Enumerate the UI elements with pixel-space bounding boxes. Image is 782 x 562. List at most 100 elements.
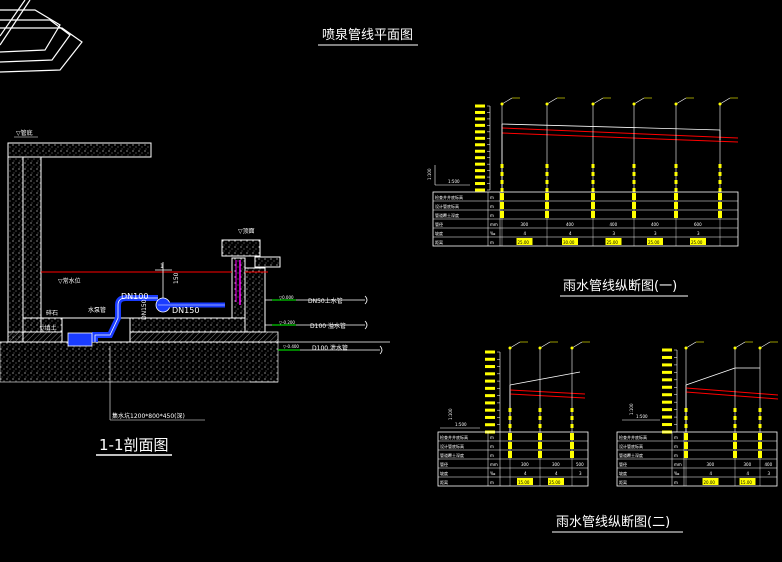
profile1-yellow-value [500,211,504,218]
elevation-tick-label [475,156,485,160]
label-r2-level: ▽-0.200 [279,320,295,325]
label-r3-level: ▽-0.400 [283,344,299,349]
manhole-marker [674,102,678,106]
elevation-tick-label [475,136,485,140]
profile1-slope: 3 [654,231,657,236]
top-slab [7,142,152,158]
profile2-row-label: 坡度 [440,470,448,476]
profile3-dist-bg [702,478,719,485]
profile2-dist-bg [548,478,564,485]
profile2-diam: 300 [552,462,560,467]
elevation-tick-label [485,372,495,376]
profile2-row-unit: m [490,444,494,449]
profile2-row-label: 管径 [440,461,448,467]
profile2-yellow-value [538,451,542,458]
elevation-tick-label [662,348,672,352]
elevation-tick-label [662,423,672,427]
profile3-scale-v: 1:100 [629,403,634,415]
profile1-dist: 25.00 [691,240,703,245]
elevation-tick-label [662,385,672,389]
profile2-row-unit: m [490,435,494,440]
elevation-tick-label [485,423,495,427]
profile3-row-unit: m [674,480,678,485]
label-wall-top: ▽管底 [16,129,33,137]
elevation-tick-label [475,175,485,179]
profile2-slope: 4 [524,471,527,476]
profile1-diam: 400 [610,222,618,227]
coping-stone [221,239,261,257]
profile3-row-label: 检查井井底标高 [619,434,647,440]
profile3-row-unit: mm [674,462,682,467]
profile1-slope: 4 [569,231,572,236]
profile2-diam: 500 [576,462,584,467]
profile1-row-unit: m [490,195,494,200]
elevation-tick-label [662,355,672,359]
profile1-diam: 300 [521,222,529,227]
profile3-yellow-value [758,433,762,440]
profile3-row-label: 坡度 [619,470,627,476]
elevation-tick-label [475,182,485,186]
profile3-dist: 20.00 [704,480,716,485]
profile1-diam: 600 [694,222,702,227]
profile2-row-label: 管道覆土深度 [440,452,464,458]
elevation-tick-label [475,117,485,121]
profile1-dist: 25.00 [648,240,660,245]
profile3-yellow-value [733,451,737,458]
profile3-yellow-value [758,442,762,449]
section-1-1-drawing [0,136,390,421]
profile3-row-unit: m [674,435,678,440]
left-wall [7,156,24,343]
pump-body [67,332,93,347]
profile2-row-label: 距离 [440,479,448,485]
section-title: 1-1剖面图 [99,436,169,454]
profile1-row-label: 检查井井底标高 [435,194,463,200]
profile3-row-label: 管径 [619,461,627,467]
label-v-dim: 150 [173,272,180,284]
profile2-row-label: 设计管底标高 [440,443,464,449]
profile1-yellow-value [500,193,504,200]
label-inlet-pipe: 水泵管 [88,306,106,314]
profile3-slope: 4 [710,471,713,476]
profile1-scale-h: 1:500 [448,179,460,184]
manhole-marker [545,102,549,106]
profile1-yellow-value [632,211,636,218]
label-left-stone: 碎石 [46,309,58,317]
elevation-tick-label [475,110,485,114]
elevation-tick-label [475,130,485,134]
profile1-dist: 30.00 [563,240,575,245]
profile1-yellow-value [545,211,549,218]
profile2-yellow-value [508,451,512,458]
profile1-row-label: 管径 [435,221,443,227]
left-wall-lining [22,156,42,333]
profile3-dist: 15.00 [741,480,753,485]
elevation-tick-label [475,169,485,173]
manhole-marker [758,346,762,350]
profile1-title: 雨水管线纵断图(一) [563,279,677,294]
profile1-dist-bg [690,238,706,245]
profile1-diam: 400 [566,222,574,227]
profile2-title: 雨水管线纵断图(二) [556,515,670,530]
right-inner-wall [231,257,246,319]
profile1-ground [501,123,721,131]
profile1-yellow-value [632,202,636,209]
elevation-tick-label [485,357,495,361]
profile3-row-unit: ‰ [674,471,680,476]
profile2-yellow-value [570,451,574,458]
profile3-row-label: 设计管底标高 [619,443,643,449]
profile1-yellow-value [632,193,636,200]
profile3-yellow-value [733,433,737,440]
profile3-diam: 300 [744,462,752,467]
elevation-tick-label [485,394,495,398]
label-r1-level: ▽0.000 [279,295,294,300]
manhole-marker [591,102,595,106]
profile2-row-unit: m [490,453,494,458]
elevation-tick-label [662,400,672,404]
manhole-marker [632,102,636,106]
profile2-dist-bg [517,478,533,485]
manhole-marker [570,346,574,350]
profile1-slope: 4 [524,231,527,236]
elevation-tick-label [485,379,495,383]
profile1-yellow-value [591,193,595,200]
